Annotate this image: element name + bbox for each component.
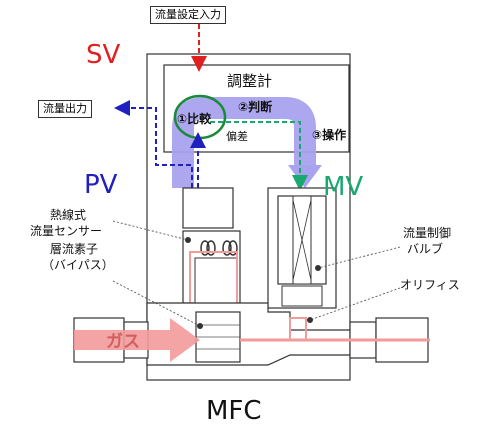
step-judge: ②判断	[238, 100, 273, 114]
sv-input-label: 流量設定入力	[150, 6, 226, 24]
orifice-label: オリフィス	[400, 278, 460, 292]
laminar-label-2: （バイパス）	[42, 258, 114, 272]
orifice-gas-path	[289, 317, 307, 340]
gas-label: ガス	[106, 332, 140, 352]
sv-label: SV	[86, 40, 121, 70]
diagram-title: MFC	[206, 396, 262, 426]
controller-title: 調整計	[227, 72, 273, 90]
deviation-label: 偏差	[226, 130, 248, 143]
valve-label-1: 流量制御	[403, 226, 452, 240]
laminar-label-1: 層流素子	[50, 242, 99, 256]
gas-flow-arrow	[74, 318, 200, 362]
pv-signal-line	[114, 100, 193, 236]
step-operate: ③操作	[312, 128, 347, 142]
mv-label: MV	[323, 172, 364, 202]
sensor-label-1: 熱線式	[50, 208, 87, 222]
valve-label-2: バルブ	[407, 242, 444, 256]
step-compare: ①比較	[177, 112, 212, 126]
valve-seat-block	[281, 285, 323, 307]
sensor-label-2: 流量センサー	[30, 224, 103, 238]
mv-signal-line	[210, 121, 308, 191]
sensor-inner-body	[194, 257, 238, 304]
pv-label: PV	[84, 170, 118, 200]
flow-output-label: 流量出力	[38, 100, 92, 118]
sensor-coils	[200, 240, 238, 256]
control-flow-band	[172, 97, 316, 188]
sensor-gas-path	[189, 251, 238, 305]
sensor-electronics-box	[182, 187, 234, 229]
